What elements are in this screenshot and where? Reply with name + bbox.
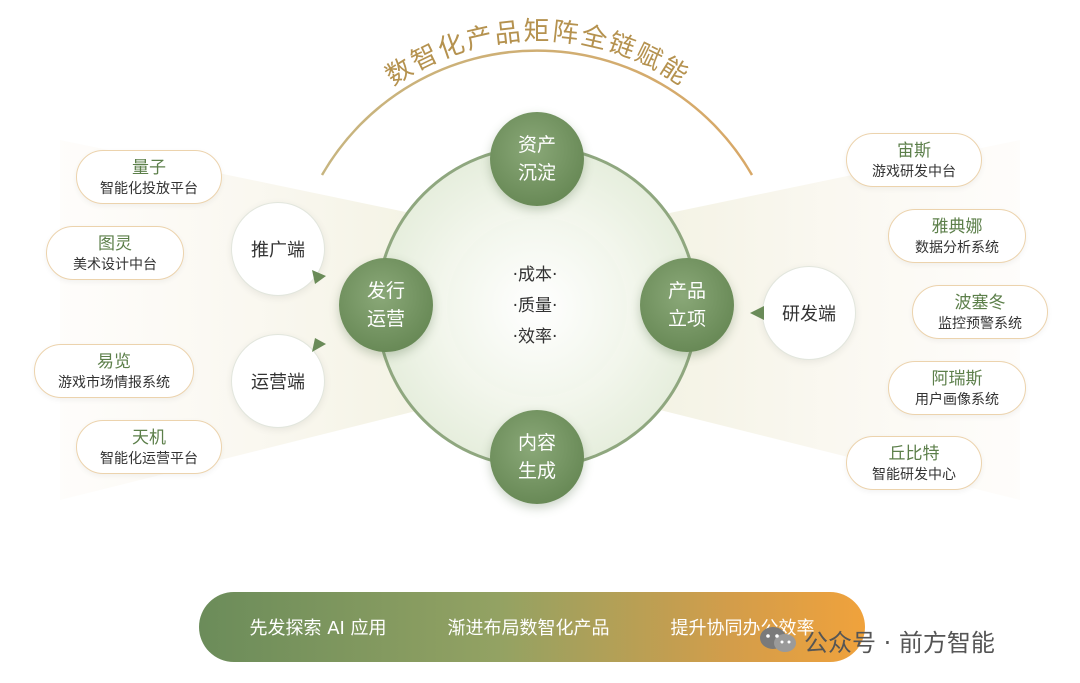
product-athena-name: 雅典娜: [931, 217, 983, 237]
product-ares-desc: 用户画像系统: [915, 392, 999, 408]
node-publish-operate: 发行 运营: [339, 258, 433, 352]
end-ops-label: 运营端: [251, 372, 305, 393]
product-yilan-name: 易览: [97, 352, 131, 372]
product-cupid: 丘比特 智能研发中心: [846, 436, 982, 490]
svg-text:数智化产品矩阵全链赋能: 数智化产品矩阵全链赋能: [380, 17, 694, 92]
center-line-efficiency: ·效率·: [512, 327, 558, 347]
product-zeus-name: 宙斯: [897, 141, 931, 161]
center-values: ·成本· ·质量· ·效率·: [460, 260, 610, 353]
center-line-quality: ·质量·: [512, 296, 558, 316]
center-line-cost: ·成本·: [512, 265, 558, 285]
product-athena-desc: 数据分析系统: [915, 240, 999, 256]
end-ops: 运营端: [231, 334, 325, 428]
end-rd-label: 研发端: [782, 304, 836, 325]
product-poseidon-desc: 监控预警系统: [938, 316, 1022, 332]
product-yilan: 易览 游戏市场情报系统: [34, 344, 194, 398]
end-promo-label: 推广端: [251, 240, 305, 261]
strategy-digital-products: 渐进布局数智化产品: [447, 618, 610, 639]
product-tuling-name: 图灵: [98, 234, 132, 254]
product-liangzi-desc: 智能化投放平台: [100, 181, 198, 197]
node-product-initiation-line1: 产品: [667, 280, 706, 302]
node-asset-deposit-line1: 资产: [517, 134, 556, 156]
product-ares-name: 阿瑞斯: [931, 369, 983, 389]
node-product-initiation: 产品 立项: [640, 258, 734, 352]
product-poseidon-name: 波塞冬: [954, 293, 1006, 313]
product-cupid-desc: 智能研发中心: [872, 467, 956, 483]
product-zeus-desc: 游戏研发中台: [872, 164, 956, 180]
node-publish-operate-line2: 运营: [366, 308, 405, 330]
product-athena: 雅典娜 数据分析系统: [888, 209, 1026, 263]
strategy-ai-exploration: 先发探索 AI 应用: [249, 618, 387, 639]
inner-circle: [447, 217, 627, 397]
node-product-initiation-line2: 立项: [667, 308, 706, 330]
product-zeus: 宙斯 游戏研发中台: [846, 133, 982, 187]
wechat-icon: [760, 627, 796, 652]
product-poseidon: 波塞冬 监控预警系统: [912, 285, 1048, 339]
product-tianji: 天机 智能化运营平台: [76, 420, 222, 474]
node-content-generation: 内容 生成: [490, 410, 584, 504]
product-liangzi: 量子 智能化投放平台: [76, 150, 222, 204]
node-content-generation-line2: 生成: [517, 460, 556, 482]
node-asset-deposit-line2: 沉淀: [517, 162, 556, 184]
diagram-title: 数智化产品矩阵全链赋能: [380, 17, 692, 92]
product-tianji-name: 天机: [132, 428, 166, 448]
node-asset-deposit: 资产 沉淀: [490, 112, 584, 206]
end-promo: 推广端: [231, 202, 325, 296]
product-tianji-desc: 智能化运营平台: [100, 451, 198, 467]
node-publish-operate-line1: 发行: [366, 280, 405, 302]
watermark: 公众号 · 前方智能: [758, 624, 995, 657]
product-ares: 阿瑞斯 用户画像系统: [888, 361, 1026, 415]
product-tuling-desc: 美术设计中台: [73, 257, 157, 273]
watermark-text: 公众号 · 前方智能: [804, 628, 995, 657]
product-cupid-name: 丘比特: [888, 444, 940, 464]
node-content-generation-line1: 内容: [517, 432, 556, 454]
title-arc: [320, 49, 754, 176]
product-tuling: 图灵 美术设计中台: [46, 226, 184, 280]
product-liangzi-name: 量子: [132, 158, 166, 178]
product-yilan-desc: 游戏市场情报系统: [58, 375, 170, 391]
end-rd: 研发端: [762, 266, 856, 360]
